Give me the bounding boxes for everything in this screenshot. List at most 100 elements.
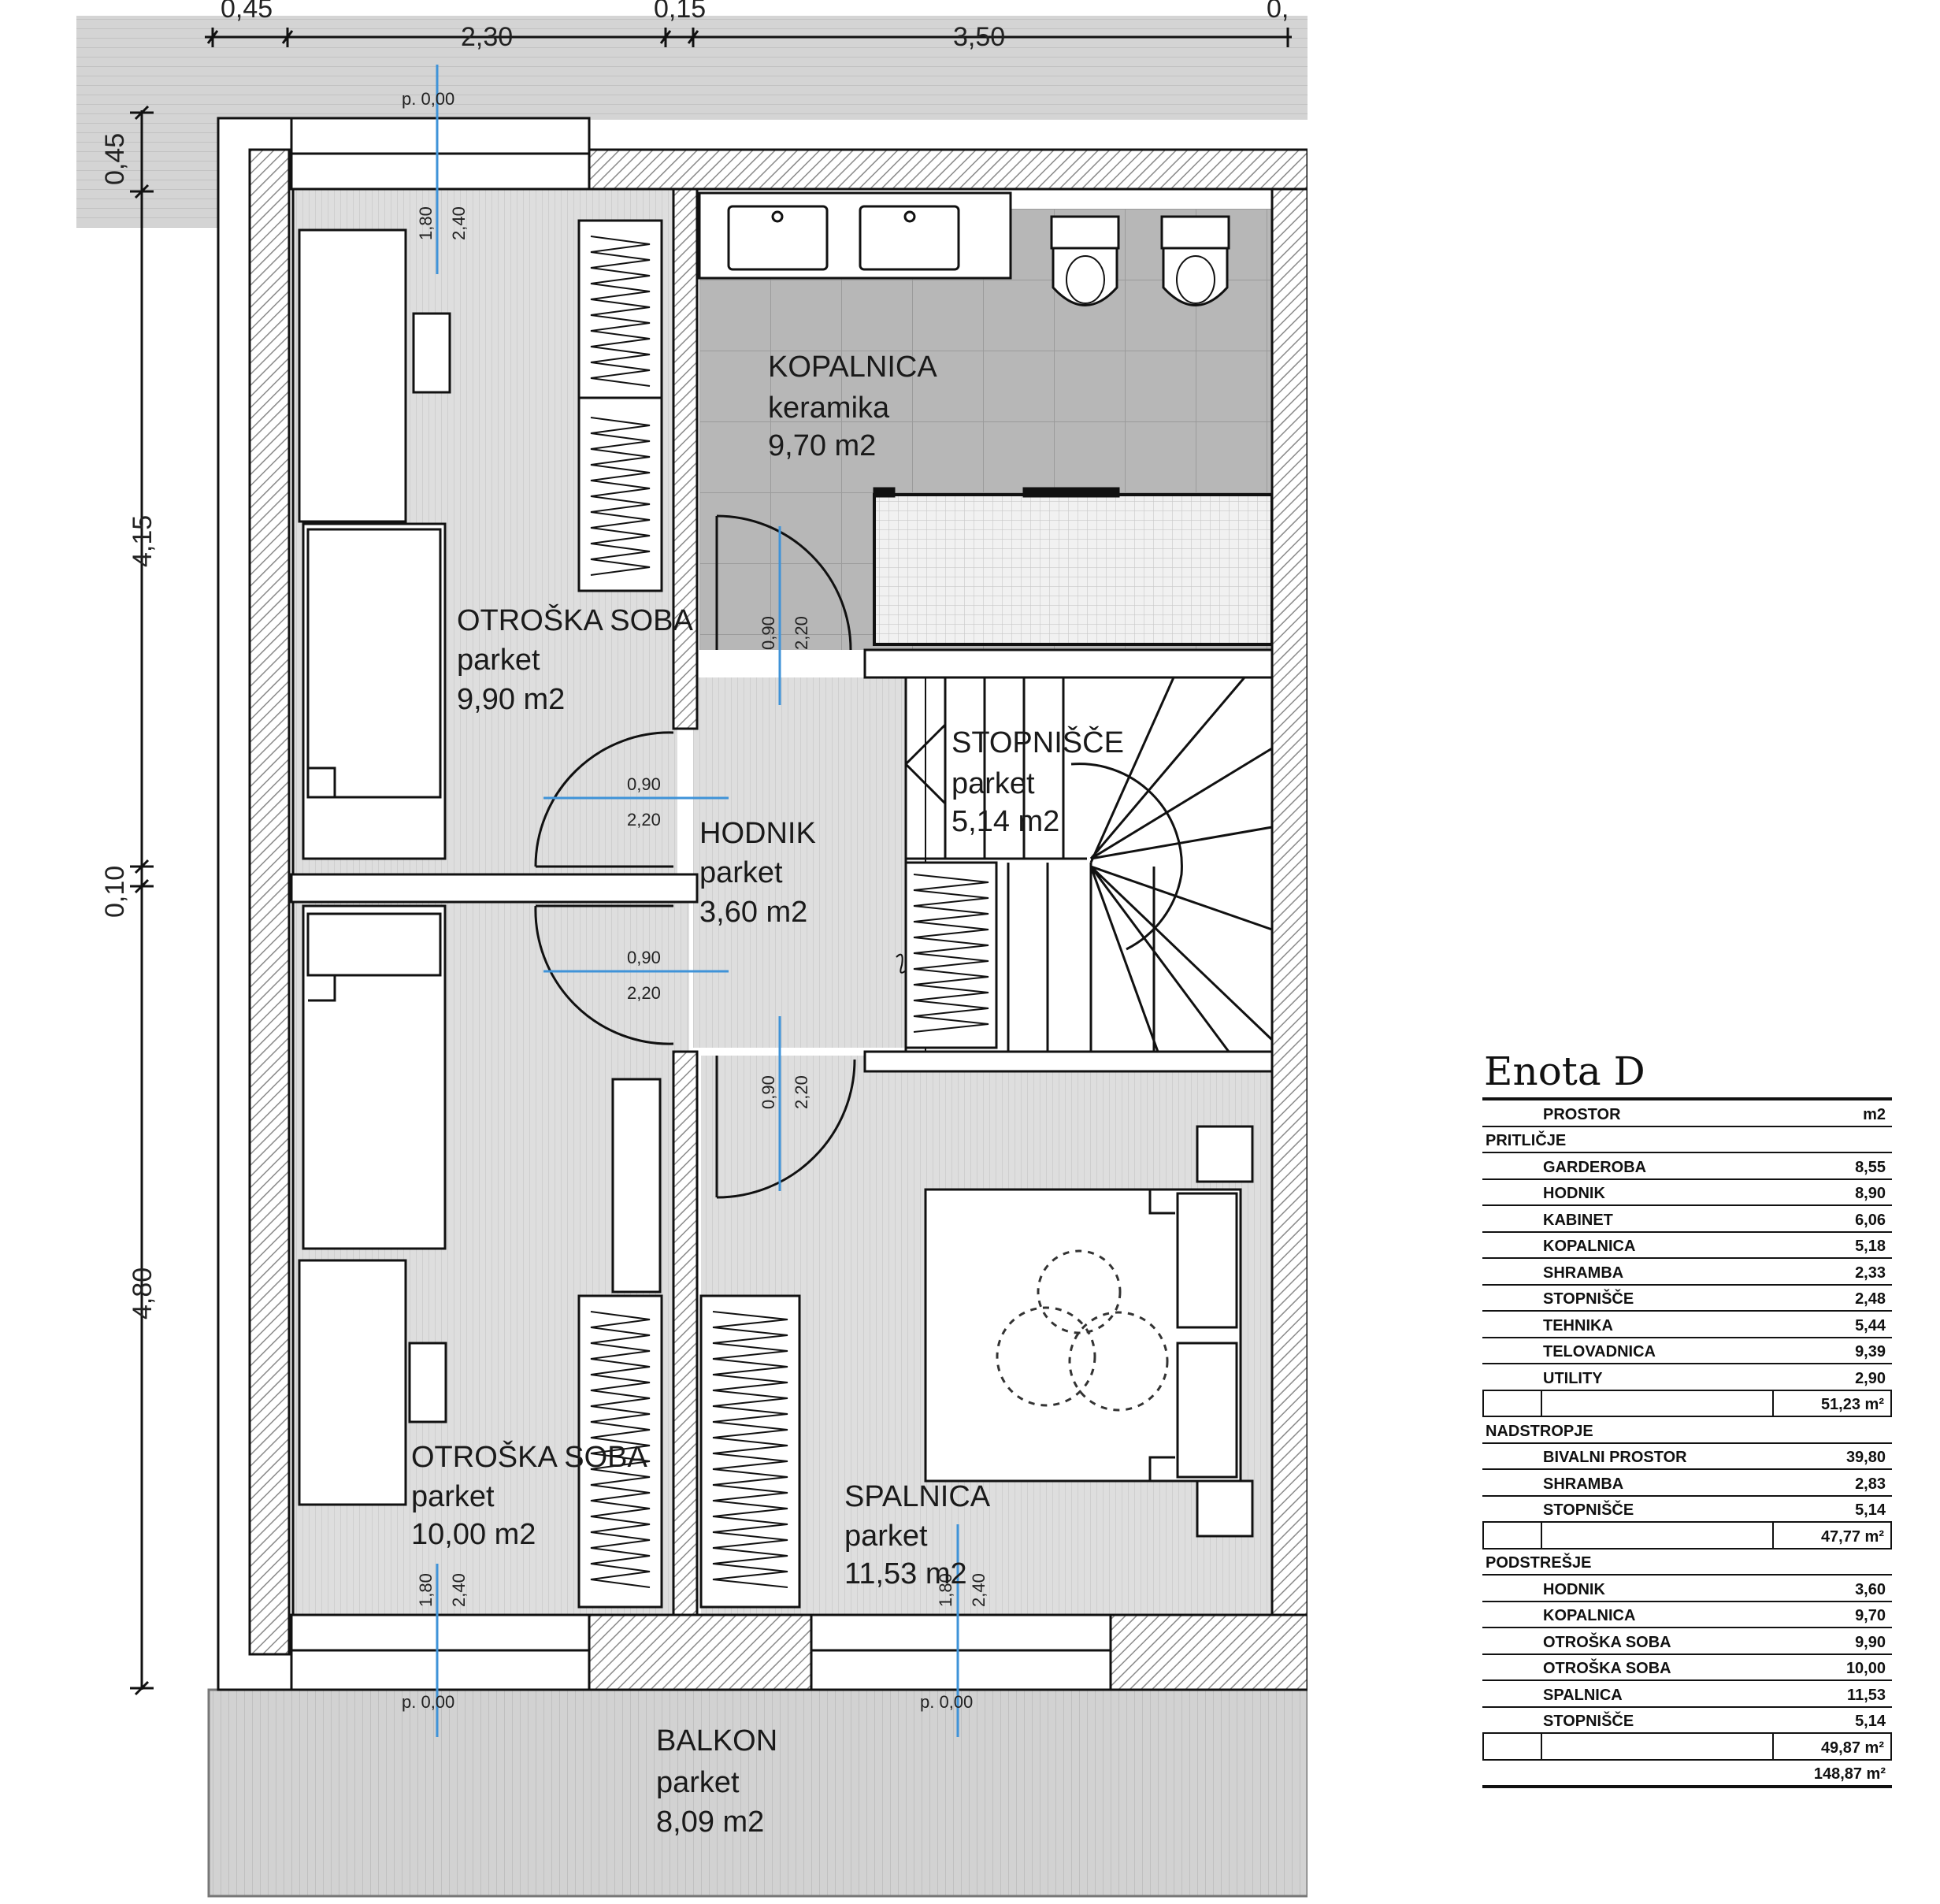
otroska1-name: OTROŠKA SOBA (457, 603, 694, 637)
door-h-kopalnica: 2,20 (792, 616, 811, 650)
legend-row-name: STOPNIŠČE (1543, 1501, 1634, 1519)
legend-row-name: OTROŠKA SOBA (1543, 1660, 1671, 1677)
legend-row-name: TELOVADNICA (1543, 1343, 1656, 1360)
legend-row-value: 6,06 (1855, 1211, 1886, 1229)
floor-plan: 2,30 3,50 0,45 0,15 0, 0,45 4,15 0,10 4,… (76, 0, 1308, 1898)
otroska2-area: 10,00 m2 (411, 1518, 536, 1551)
legend-row-name: BIVALNI PROSTOR (1543, 1449, 1687, 1466)
kopalnica-name: KOPALNICA (768, 351, 937, 384)
legend-row-value: 2,83 (1855, 1475, 1886, 1493)
legend-row-name: TEHNIKA (1543, 1316, 1613, 1334)
terrace-left (76, 120, 218, 228)
hodnik-name: HODNIK (699, 817, 816, 850)
legend-row: TELOVADNICA 9,39 (1482, 1338, 1892, 1364)
spalnica-floor: parket (844, 1520, 928, 1553)
balkon-area: 8,09 m2 (656, 1806, 764, 1839)
dim-left-4-80: 4,80 (128, 1267, 158, 1319)
legend-subtotal-row: 51,23 m² (1482, 1390, 1892, 1417)
dim-top-0-45: 0,45 (221, 0, 273, 24)
blue-markers (436, 65, 959, 1737)
spalnica-area: 11,53 m2 (844, 1557, 967, 1590)
balkon-floor: parket (656, 1766, 740, 1799)
legend-row-name: SPALNICA (1543, 1686, 1623, 1704)
doors (534, 514, 856, 1199)
kopalnica-area: 9,70 m2 (768, 429, 876, 462)
legend-total-row: 148,87 m² (1482, 1761, 1892, 1788)
legend-row-name: KOPALNICA (1543, 1238, 1636, 1255)
legend-row-value: 9,90 (1855, 1633, 1886, 1651)
legend-subtotal-row: 47,77 m² (1482, 1523, 1892, 1550)
door-h-spalnica: 2,20 (792, 1075, 811, 1109)
legend-row-value: 2,90 (1855, 1369, 1886, 1387)
legend-section-name: PODSTREŠJE (1486, 1554, 1592, 1572)
stopnisce-floor: parket (951, 767, 1035, 800)
legend-section-header: NADSTROPJE (1482, 1417, 1892, 1444)
hodnik-area: 3,60 m2 (699, 896, 807, 929)
dim-top-3-50: 3,50 (953, 22, 1005, 52)
legend-row-value: 39,80 (1845, 1449, 1886, 1466)
window-h-top: 2,40 (449, 206, 469, 240)
legend-row-value: 9,39 (1855, 1343, 1886, 1360)
legend-row-value: 8,55 (1855, 1158, 1886, 1176)
room-label-spalnica: SPALNICA parket 11,53 m2 (844, 1480, 991, 1590)
otroska1-area: 9,90 m2 (457, 683, 565, 716)
shower-tray (873, 493, 1274, 646)
legend-subtotal-row: 49,87 m² (1482, 1734, 1892, 1761)
legend-section-name: PRITLIČJE (1486, 1132, 1567, 1149)
room-label-stopnisce: STOPNIŠČE parket 5,14 m2 (951, 725, 1124, 838)
door-w-spalnica: 0,90 (759, 1075, 778, 1109)
dim-left-4-15: 4,15 (128, 515, 158, 567)
legend-row: SHRAMBA 2,83 (1482, 1470, 1892, 1497)
legend-section-name: NADSTROPJE (1486, 1422, 1593, 1440)
legend-subtotal: 49,87 m² (1820, 1739, 1884, 1757)
otroska1-floor: parket (457, 644, 540, 677)
otroska2-floor: parket (411, 1480, 495, 1513)
legend-row-name: STOPNIŠČE (1543, 1713, 1634, 1730)
room-label-kopalnica: KOPALNICA keramika 9,70 m2 (768, 351, 937, 462)
legend-row-value: 5,14 (1855, 1501, 1886, 1519)
legend-row: KOPALNICA 5,18 (1482, 1233, 1892, 1259)
window-w-spalnica: 1,80 (936, 1573, 955, 1607)
level-bottom-right: p. 0,00 (920, 1692, 973, 1712)
dim-left-0-10: 0,10 (100, 866, 130, 918)
legend-row-name: HODNIK (1543, 1185, 1605, 1202)
legend-header-unit: m2 (1863, 1105, 1886, 1123)
legend-row-name: GARDEROBA (1543, 1158, 1647, 1176)
legend-row: STOPNIŠČE 5,14 (1482, 1708, 1892, 1734)
floor-hodnik (693, 677, 906, 1048)
door-w-kopalnica: 0,90 (759, 616, 778, 650)
legend-row-value: 5,18 (1855, 1238, 1886, 1255)
legend-row-value: 5,14 (1855, 1713, 1886, 1730)
hodnik-floor: parket (699, 856, 783, 889)
legend-row-value: 2,48 (1855, 1290, 1886, 1308)
legend-row-value: 8,90 (1855, 1185, 1886, 1202)
level-top: p. 0,00 (402, 89, 454, 109)
door-w-otroska2: 0,90 (627, 948, 661, 967)
window-w-top: 1,80 (416, 206, 436, 240)
level-bottom-left: p. 0,00 (402, 1692, 454, 1712)
room-label-otroska-2: OTROŠKA SOBA parket 10,00 m2 (411, 1439, 648, 1551)
floor-balkon (209, 1690, 1308, 1896)
legend-row-name: KOPALNICA (1543, 1607, 1636, 1624)
bathroom-fixtures (698, 191, 1230, 498)
dimension-lines (130, 28, 1292, 1696)
room-label-otroska-1: OTROŠKA SOBA parket 9,90 m2 (457, 603, 694, 716)
dim-top-2-30: 2,30 (461, 22, 513, 52)
furniture-children (298, 228, 451, 1506)
legend-title: Enota D (1484, 1048, 1645, 1094)
door-w-otroska1: 0,90 (627, 774, 661, 794)
dim-top-0-15: 0,15 (654, 0, 706, 24)
legend-row-value: 5,44 (1855, 1316, 1886, 1334)
legend-row: HODNIK 8,90 (1482, 1180, 1892, 1206)
spalnica-name: SPALNICA (844, 1480, 991, 1513)
wardrobes (577, 219, 998, 1609)
legend-row-name: SHRAMBA (1543, 1475, 1624, 1493)
